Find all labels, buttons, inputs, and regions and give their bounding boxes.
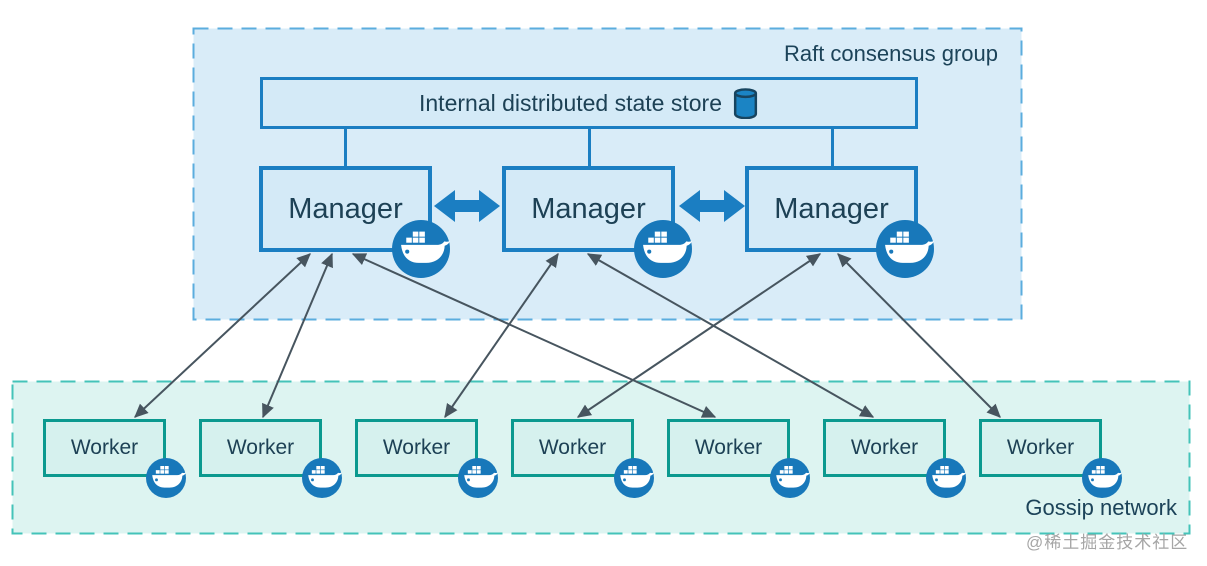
state-store-label: Internal distributed state store [419, 89, 722, 116]
gossip-network-label: Gossip network [1025, 495, 1177, 520]
worker-label: Worker [226, 436, 295, 459]
manager-peer-arrow [434, 190, 500, 222]
worker-label: Worker [1006, 436, 1075, 459]
raft-group-label: Raft consensus group [783, 41, 998, 66]
database-icon [732, 87, 759, 119]
manager-peer-arrow [679, 190, 745, 222]
manager-label: Manager [774, 192, 889, 225]
manager-worker-arrow [444, 252, 559, 419]
watermark-text: @稀土掘金技术社区 [1026, 533, 1189, 552]
worker-node-3: Worker [355, 419, 478, 477]
docker-whale-icon [1082, 458, 1122, 498]
manager-label: Manager [531, 192, 646, 225]
docker-whale-icon [876, 220, 934, 278]
docker-whale-icon [614, 458, 654, 498]
worker-label: Worker [850, 436, 919, 459]
worker-node-6: Worker [823, 419, 946, 477]
docker-whale-icon [458, 458, 498, 498]
worker-label: Worker [538, 436, 607, 459]
worker-node-7: Worker [979, 419, 1102, 477]
docker-whale-icon [302, 458, 342, 498]
manager-worker-arrow [837, 253, 1001, 418]
manager-worker-arrow [262, 252, 333, 419]
manager-label: Manager [288, 192, 403, 225]
docker-whale-icon [770, 458, 810, 498]
worker-node-4: Worker [511, 419, 634, 477]
docker-whale-icon [634, 220, 692, 278]
manager-worker-arrow [576, 253, 822, 418]
worker-node-5: Worker [667, 419, 790, 477]
worker-label: Worker [382, 436, 451, 459]
worker-label: Worker [70, 436, 139, 459]
worker-label: Worker [694, 436, 763, 459]
docker-whale-icon [146, 458, 186, 498]
state-store-node: Internal distributed state store [260, 77, 918, 129]
docker-whale-icon [926, 458, 966, 498]
worker-node-1: Worker [43, 419, 166, 477]
worker-node-2: Worker [199, 419, 322, 477]
docker-whale-icon [392, 220, 450, 278]
